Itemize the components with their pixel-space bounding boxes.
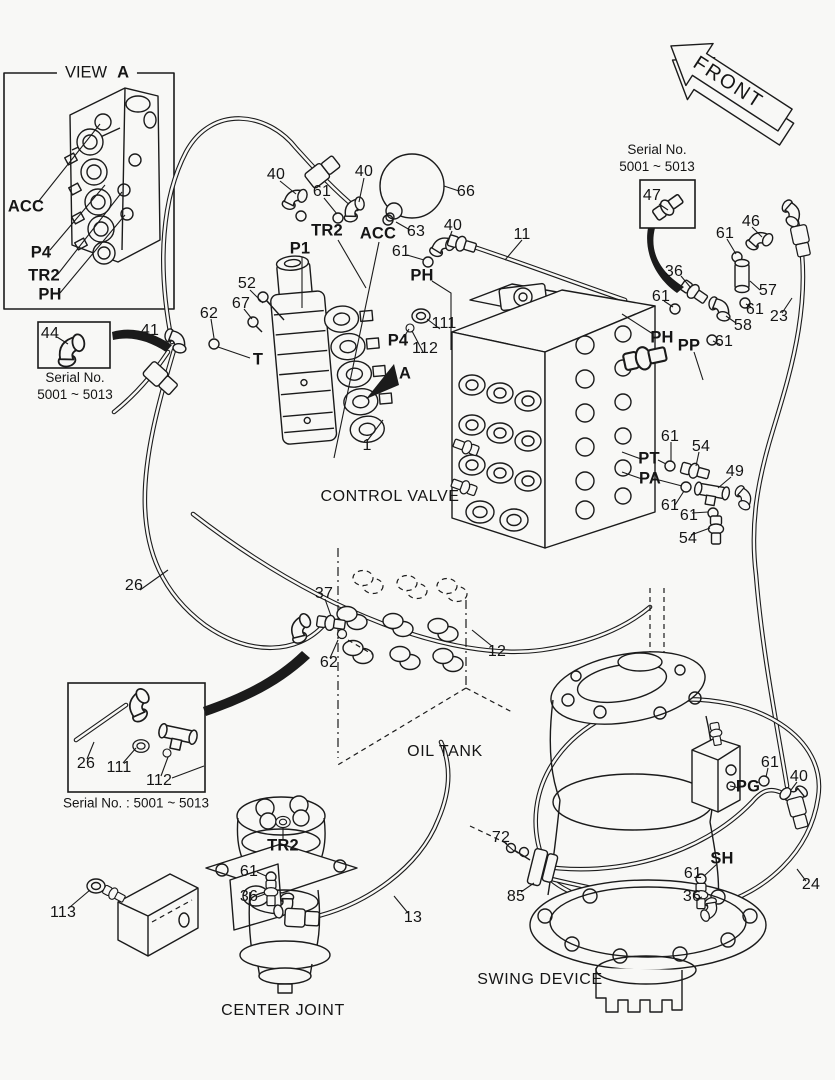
pilot-valve-drawing: [270, 255, 393, 445]
accumulator-drawing: [379, 153, 445, 222]
hose-clamp-85: [518, 846, 559, 887]
serial-boxes: [37, 179, 696, 793]
leader-lines: [56, 177, 807, 914]
control-valve-drawing: [449, 282, 669, 549]
oil-tank-drawing: [335, 548, 665, 767]
center-joint-drawing: [205, 795, 358, 994]
view-a-inset: [3, 72, 175, 310]
view-direction-arrow: [366, 364, 399, 399]
front-arrow: [670, 42, 795, 146]
view-a-valve-drawing: [64, 87, 161, 265]
control-valve-right-ports: [575, 325, 632, 520]
valve-113-drawing: [86, 873, 199, 957]
swing-device-drawing: [518, 651, 811, 1013]
hoses: [111, 116, 822, 921]
control-valve-left-ports: [458, 374, 542, 532]
pointer-swooshes: [112, 228, 684, 716]
